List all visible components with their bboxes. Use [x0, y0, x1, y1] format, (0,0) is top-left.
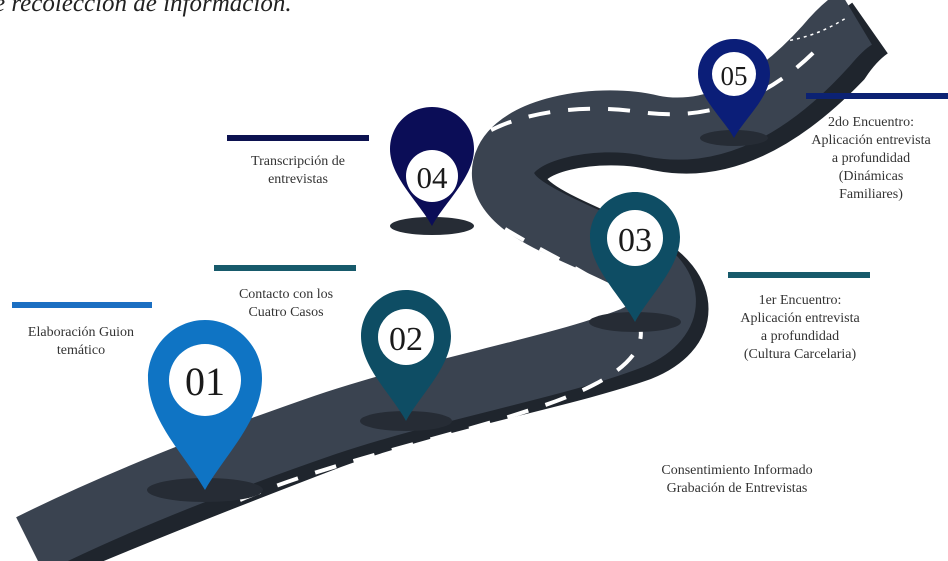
- bar-step-01: [12, 302, 152, 308]
- bar-step-02: [214, 265, 356, 271]
- page-title: e recolección de información.: [0, 0, 292, 17]
- step-03-label: 1er Encuentro: Aplicación entrevista a p…: [740, 293, 860, 362]
- bar-step-03: [728, 272, 870, 278]
- note-label: Consentimiento Informado Grabación de En…: [661, 463, 813, 496]
- pin-01-face: [169, 344, 241, 416]
- pin-05-face: [712, 52, 756, 96]
- road-center-line: [239, 44, 822, 502]
- bar-step-05: [806, 93, 948, 99]
- road-edge-line: [584, 17, 847, 81]
- pin-03-face: [607, 210, 663, 266]
- bar-step-04: [227, 135, 369, 141]
- step-02-label: Contacto con los Cuatro Casos: [238, 287, 334, 320]
- map-pin-icon: 01: [148, 320, 262, 490]
- pin-04-number: 04: [417, 160, 449, 195]
- map-pin-icon: 05: [698, 39, 770, 138]
- pin-05-number: 05: [721, 61, 748, 91]
- pin-03-number: 03: [618, 222, 652, 259]
- pin-02-number: 02: [389, 321, 423, 358]
- step-04-label: Transcripción de entrevistas: [251, 154, 345, 187]
- step-05-label: 2do Encuentro: Aplicación entrevista a p…: [811, 115, 931, 202]
- pin-01-number: 01: [185, 359, 225, 404]
- map-pin-icon: 02: [361, 290, 451, 421]
- map-pin-icon: 04: [390, 107, 474, 226]
- pin-02-face: [378, 309, 434, 365]
- pin-04-face: [406, 150, 458, 202]
- map-pin-icon: 03: [590, 192, 680, 322]
- step-01-label: Elaboración Guion temático: [27, 325, 135, 358]
